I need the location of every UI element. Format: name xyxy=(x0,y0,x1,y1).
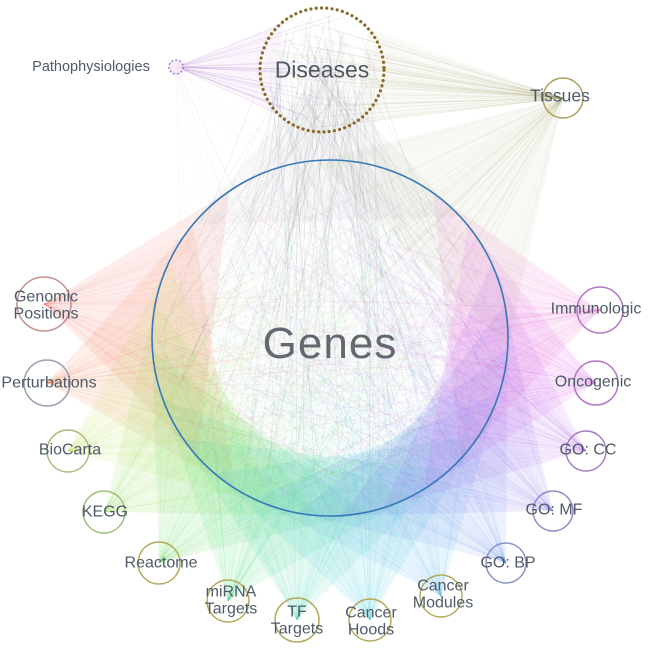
node-circle-reactome xyxy=(137,541,181,585)
node-circle-tissues xyxy=(542,77,584,119)
edge-fans xyxy=(44,22,600,620)
node-circle-kegg xyxy=(82,490,126,534)
node-circle-cancer-hoods xyxy=(348,598,392,642)
node-circle-tf-targets xyxy=(274,597,320,643)
node-circle-go-bp xyxy=(485,542,527,584)
node-circle-oncogenic xyxy=(573,360,619,406)
node-circle-genes xyxy=(151,159,509,517)
node-circle-perturbations xyxy=(23,359,71,407)
node-circle-cancer-modules xyxy=(419,574,463,618)
node-circle-immunologic xyxy=(576,286,624,334)
node-circles xyxy=(16,6,624,643)
node-circle-mirna-targets xyxy=(206,579,250,623)
edge-lines xyxy=(43,15,601,621)
node-circle-biocarta xyxy=(46,429,90,473)
node-circle-pathophysiologies xyxy=(168,59,184,75)
node-circle-go-cc xyxy=(565,430,607,472)
node-circle-diseases xyxy=(258,6,386,134)
node-circle-genomic-positions xyxy=(16,276,72,332)
node-circle-go-mf xyxy=(532,490,574,532)
